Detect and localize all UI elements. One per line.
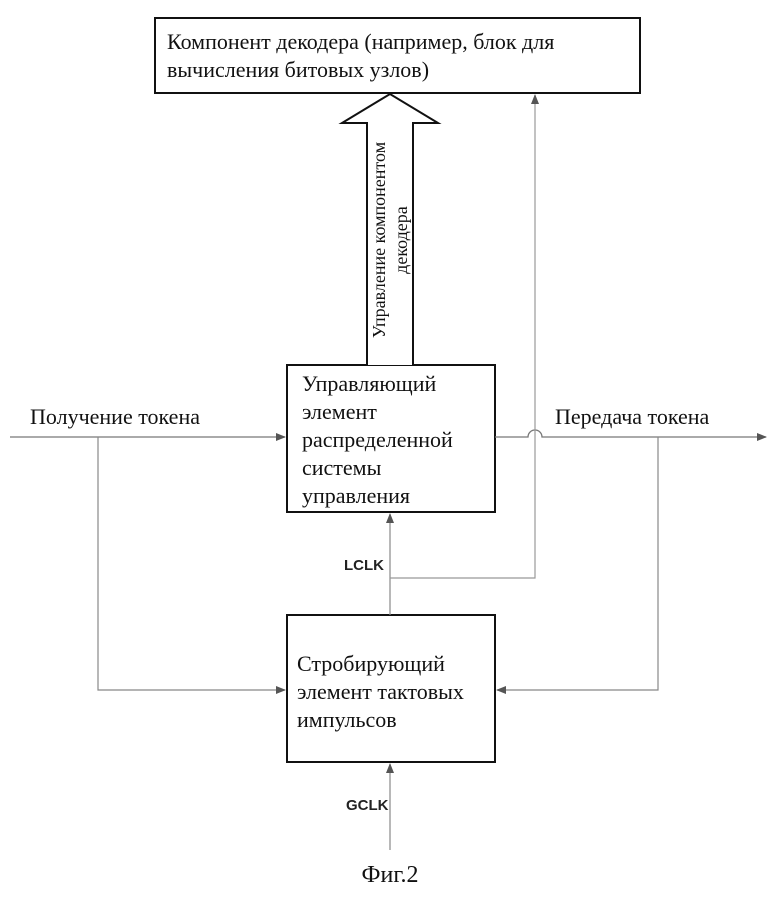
clock-gating-line3: импульсов — [297, 706, 464, 734]
clock-gating-text: Стробирующий элемент тактовых импульсов — [297, 650, 464, 734]
token-receive-tap — [98, 437, 285, 690]
clock-gating-line2: элемент тактовых — [297, 678, 464, 706]
control-element-line4: системы — [302, 454, 453, 482]
decoder-control-label-line1: Управление компонентом — [368, 142, 390, 338]
control-element-line3: распределенной — [302, 426, 453, 454]
control-element-line5: управления — [302, 482, 453, 510]
token-transmit-arrow — [495, 430, 766, 437]
gclk-label: GCLK — [346, 797, 389, 814]
decoder-component-text: Компонент декодера (например, блок для в… — [167, 28, 554, 84]
control-element-text: Управляющий элемент распределенной систе… — [302, 370, 453, 510]
token-transmit-label: Передача токена — [555, 404, 709, 430]
clock-gating-line1: Стробирующий — [297, 650, 464, 678]
token-receive-label: Получение токена — [30, 404, 200, 430]
figure-caption: Фиг.2 — [0, 862, 780, 889]
control-element-line2: элемент — [302, 398, 453, 426]
decoder-component-line1: Компонент декодера (например, блок для — [167, 28, 554, 56]
lclk-label: LCLK — [344, 557, 384, 574]
token-transmit-tap — [497, 437, 658, 690]
decoder-control-label-line2: декодера — [390, 142, 412, 338]
decoder-component-line2: вычисления битовых узлов) — [167, 56, 554, 84]
control-element-line1: Управляющий — [302, 370, 453, 398]
